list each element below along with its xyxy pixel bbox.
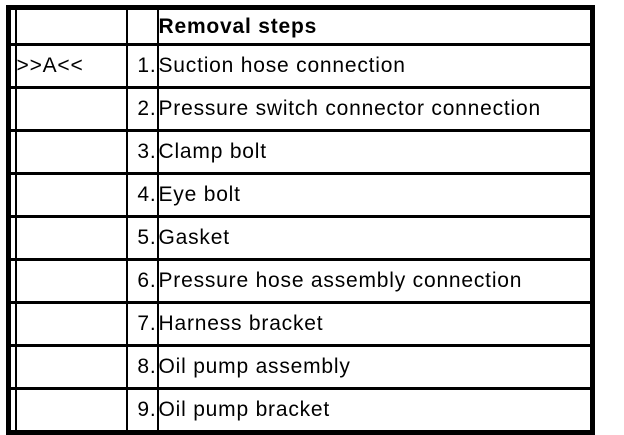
table-row: 5. Gasket <box>7 215 594 261</box>
table-row: 4. Eye bolt <box>7 172 594 218</box>
step-number-cell: 7. <box>125 301 159 347</box>
step-number-cell: 6. <box>125 258 159 304</box>
step-number-cell: 9. <box>125 387 159 434</box>
table-row: 8. Oil pump assembly <box>7 344 594 390</box>
marker-cell <box>14 344 128 390</box>
marker-cell <box>14 387 128 434</box>
spacer-cell <box>7 43 17 89</box>
marker-cell <box>14 215 128 261</box>
table-row: 9. Oil pump bracket <box>7 387 594 434</box>
spacer-cell <box>7 129 17 175</box>
table-row: >>A<< 1. Suction hose connection <box>7 43 594 89</box>
table-row: 7. Harness bracket <box>7 301 594 347</box>
marker-cell <box>14 129 128 175</box>
step-description-cell: Harness bracket <box>156 301 594 347</box>
spacer-cell <box>7 344 17 390</box>
step-description-cell: Pressure switch connector connection <box>156 86 594 132</box>
spacer-cell <box>7 301 17 347</box>
marker-cell <box>14 172 128 218</box>
step-number-cell: 3. <box>125 129 159 175</box>
step-number-cell <box>125 6 159 46</box>
step-description-cell: Pressure hose assembly connection <box>156 258 594 304</box>
spacer-cell <box>7 387 17 434</box>
marker-cell <box>14 258 128 304</box>
marker-cell <box>14 6 128 46</box>
marker-cell: >>A<< <box>14 43 128 89</box>
removal-steps-table: Removal steps >>A<< 1. Suction hose conn… <box>6 5 595 435</box>
spacer-cell <box>7 258 17 304</box>
step-description-cell: Eye bolt <box>156 172 594 218</box>
marker-cell <box>14 301 128 347</box>
table-row: 2. Pressure switch connector connection <box>7 86 594 132</box>
step-number-cell: 1. <box>125 43 159 89</box>
spacer-cell <box>7 215 17 261</box>
table-header-title: Removal steps <box>156 6 594 46</box>
step-description-cell: Gasket <box>156 215 594 261</box>
step-number-cell: 4. <box>125 172 159 218</box>
marker-cell <box>14 86 128 132</box>
table-row: 6. Pressure hose assembly connection <box>7 258 594 304</box>
table-header-row: Removal steps <box>7 6 594 46</box>
step-number-cell: 5. <box>125 215 159 261</box>
step-number-cell: 2. <box>125 86 159 132</box>
step-description-cell: Suction hose connection <box>156 43 594 89</box>
spacer-cell <box>7 6 17 46</box>
step-description-cell: Oil pump bracket <box>156 387 594 434</box>
spacer-cell <box>7 172 17 218</box>
spacer-cell <box>7 86 17 132</box>
step-description-cell: Clamp bolt <box>156 129 594 175</box>
step-number-cell: 8. <box>125 344 159 390</box>
step-description-cell: Oil pump assembly <box>156 344 594 390</box>
table-row: 3. Clamp bolt <box>7 129 594 175</box>
